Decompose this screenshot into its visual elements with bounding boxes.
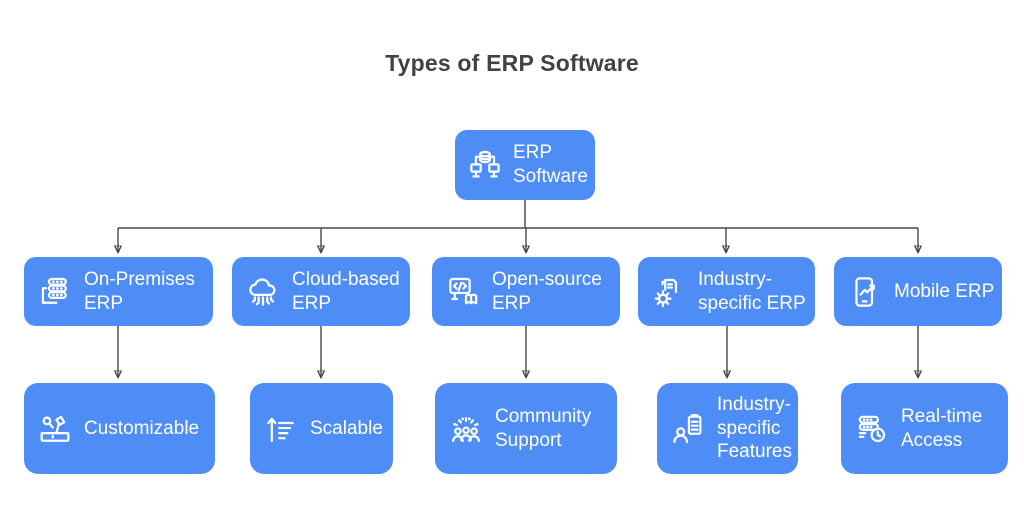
node-label: Industry-specific Features (717, 393, 792, 463)
code-window-book-icon (444, 273, 482, 311)
diagram-title: Types of ERP Software (385, 50, 639, 76)
node-label: On-Premises ERP (84, 268, 195, 314)
node-label: Real-time Access (901, 405, 983, 451)
node-label: Industry-specific ERP (698, 268, 806, 314)
node-real-time-access: Real-time Access (841, 383, 1008, 474)
node-label: Open-source ERP (492, 268, 602, 314)
node-community-support: Community Support (435, 383, 617, 474)
node-mobile-erp: Mobile ERP (834, 257, 1002, 326)
server-stack-icon (36, 273, 74, 311)
server-clock-icon (853, 410, 891, 448)
node-label: Community Support (495, 405, 592, 451)
node-erp-software: ERP Software (455, 130, 595, 200)
node-industry-specific-erp: Industry-specific ERP (638, 257, 815, 326)
wrench-hammer-toolbox-icon (36, 410, 74, 448)
cloud-circuit-icon (244, 273, 282, 311)
node-industry-specific-features: Industry-specific Features (657, 383, 798, 474)
node-scalable: Scalable (250, 383, 393, 474)
smartphone-chart-icon (846, 273, 884, 311)
node-label: Customizable (84, 417, 200, 439)
node-label: Cloud-based ERP (292, 268, 400, 314)
database-network-icon (466, 146, 504, 184)
node-on-premises-erp: On-Premises ERP (24, 257, 213, 326)
growth-arrow-bars-icon (262, 410, 300, 448)
node-customizable: Customizable (24, 383, 215, 474)
node-label: ERP Software (513, 142, 588, 187)
people-group-icon (447, 410, 485, 448)
worker-checklist-icon (669, 410, 707, 448)
document-gear-icon (650, 273, 688, 311)
node-label: Scalable (310, 417, 383, 439)
node-label: Mobile ERP (894, 280, 995, 302)
node-open-source-erp: Open-source ERP (432, 257, 620, 326)
node-cloud-based-erp: Cloud-based ERP (232, 257, 410, 326)
